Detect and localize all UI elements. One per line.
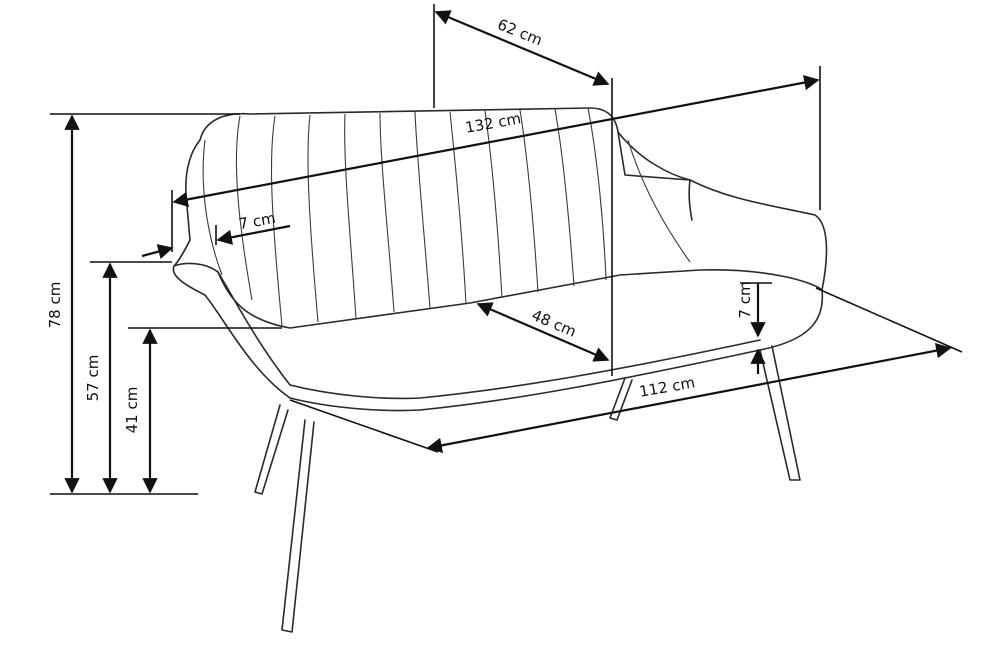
width-total-label: 132 cm [464, 109, 523, 136]
seat-height-label: 41 cm [123, 387, 141, 434]
seat-width-dimension-line [426, 343, 952, 453]
backrest-channels [202, 107, 691, 327]
bench-drawing [172, 107, 828, 633]
seat-width-label: 112 cm [638, 373, 697, 400]
depth-dimension-line [434, 10, 610, 86]
armrest-height-label: 57 cm [84, 355, 102, 402]
depth-label: 62 cm [495, 15, 545, 49]
height-total-label: 78 cm [46, 282, 64, 329]
backrest-outline [199, 107, 828, 291]
bench-legs [254, 345, 801, 633]
seat-thickness-label: 7 cm [736, 281, 754, 318]
left-arm [172, 139, 291, 399]
width-total-dimension-line [172, 75, 820, 207]
